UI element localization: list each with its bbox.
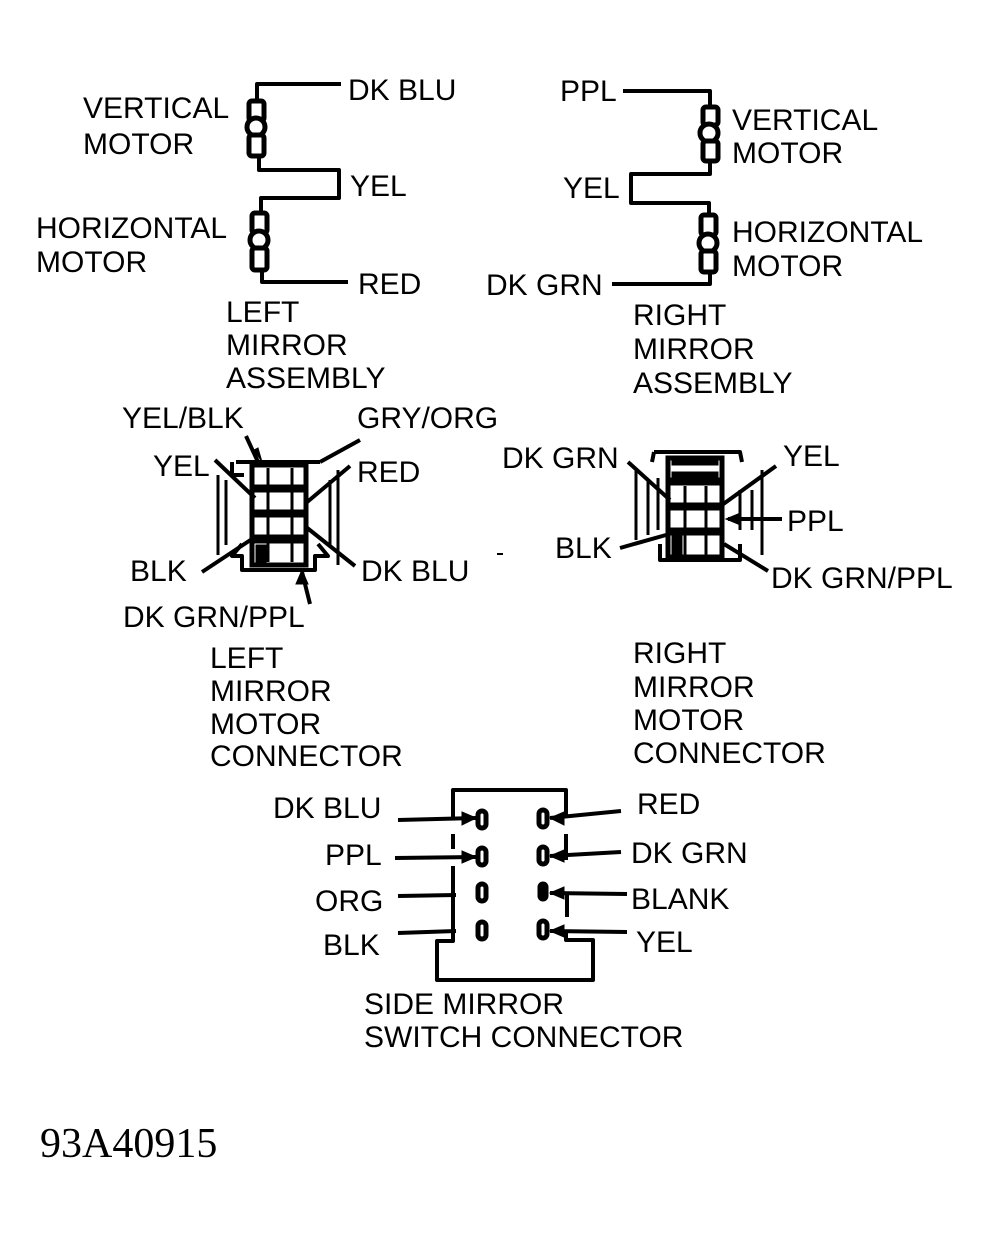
right-horizontal-motor-label-1: HORIZONTAL: [732, 216, 923, 249]
right-conn-dk-grn-label: DK GRN: [502, 442, 619, 475]
left-vertical-motor-icon: [244, 98, 268, 159]
right-conn-dk-grn-ppl-label: DK GRN/PPL: [771, 562, 953, 595]
right-conn-title-1: RIGHT: [633, 637, 726, 670]
left-conn-yel-label: YEL: [153, 450, 210, 483]
switch-pin-8-icon: [536, 918, 550, 941]
left-conn-yel-leader: [213, 458, 257, 500]
right-conn-blk-leader: [619, 533, 667, 550]
right-vertical-motor-label-1: VERTICAL: [732, 104, 878, 137]
right-wire-yel-label: YEL: [563, 172, 620, 205]
left-vertical-motor-label-1: VERTICAL: [83, 92, 229, 125]
switch-connector-body-icon: [435, 788, 595, 982]
left-conn-blk-leader: [200, 535, 257, 574]
right-conn-dk-grn-ppl-leader: [722, 542, 770, 573]
switch-pin-blank-icon: [537, 881, 549, 902]
right-horizontal-motor-icon: [696, 212, 720, 275]
left-mirror-assembly: DK BLU YEL RED VERTICAL MOTOR HORIZONTAL…: [36, 74, 456, 395]
switch-left-blk-label: BLK: [323, 929, 380, 962]
left-conn-dk-grn-ppl-label: DK GRN/PPL: [123, 601, 305, 634]
right-assembly-title-2: MIRROR: [633, 333, 755, 366]
right-conn-blk-label: BLK: [555, 532, 612, 565]
right-horizontal-motor-label-2: MOTOR: [732, 250, 843, 283]
right-conn-yel-label: YEL: [783, 440, 840, 473]
left-connector-body-icon: [216, 460, 340, 572]
left-conn-yel-blk-label: YEL/BLK: [122, 402, 244, 435]
switch-pin-6-icon: [536, 844, 550, 867]
left-wire-dk-blu-label: DK BLU: [348, 74, 456, 107]
left-vertical-motor-label-2: MOTOR: [83, 128, 194, 161]
scan-speck: [497, 553, 503, 555]
switch-right-blank-label: BLANK: [631, 883, 729, 916]
left-conn-title-4: CONNECTOR: [210, 740, 403, 773]
left-conn-title-3: MOTOR: [210, 708, 321, 741]
left-horizontal-motor-label-1: HORIZONTAL: [36, 212, 227, 245]
switch-left-org-label: ORG: [315, 885, 383, 918]
left-conn-yel-blk-leader: [244, 435, 260, 463]
right-conn-dk-grn-leader: [626, 460, 672, 502]
left-conn-red-leader: [304, 464, 352, 505]
switch-connector: DK BLU PPL ORG BLK RED DK GRN BLANK YEL …: [273, 788, 748, 1054]
switch-pin-5-icon: [536, 807, 550, 830]
left-conn-blk-label: BLK: [130, 555, 187, 588]
left-yel-wire: [257, 158, 341, 212]
switch-left-ppl-label: PPL: [325, 839, 382, 872]
switch-title-1: SIDE MIRROR: [364, 988, 564, 1021]
left-conn-dk-blu-leader: [304, 525, 357, 568]
right-wire-ppl-label: PPL: [560, 75, 617, 108]
right-mirror-assembly: PPL YEL DK GRN VERTICAL MOTOR HORIZONTAL…: [486, 75, 923, 400]
right-vertical-motor-label-2: MOTOR: [732, 137, 843, 170]
left-conn-dk-blu-label: DK BLU: [361, 555, 469, 588]
left-conn-red-label: RED: [357, 456, 420, 489]
left-horizontal-motor-label-2: MOTOR: [36, 246, 147, 279]
switch-left-dk-blu-label: DK BLU: [273, 792, 381, 825]
right-conn-yel-leader: [720, 464, 778, 507]
switch-right-red-label: RED: [637, 788, 700, 821]
left-conn-title-1: LEFT: [210, 642, 283, 675]
right-conn-title-4: CONNECTOR: [633, 737, 826, 770]
left-motor-connector: YEL/BLK GRY/ORG YEL RED BLK DK BLU DK GR…: [122, 402, 498, 773]
right-dk-grn-wire: [612, 274, 712, 286]
switch-title-2: SWITCH CONNECTOR: [364, 1021, 683, 1054]
switch-pin-4-icon: [475, 919, 489, 942]
right-conn-title-3: MOTOR: [633, 704, 744, 737]
left-wire-yel-label: YEL: [350, 170, 407, 203]
right-conn-title-2: MIRROR: [633, 671, 755, 704]
left-assembly-title-3: ASSEMBLY: [226, 362, 386, 395]
left-red-wire: [260, 272, 348, 284]
right-assembly-title-3: ASSEMBLY: [633, 367, 793, 400]
switch-pin-1-icon: [475, 808, 489, 831]
left-dk-blu-wire: [255, 82, 341, 100]
right-vertical-motor-icon: [697, 104, 721, 164]
right-conn-ppl-label: PPL: [787, 505, 844, 538]
right-motor-connector: DK GRN YEL PPL BLK DK GRN/PPL RIGHT MIRR…: [502, 440, 953, 770]
right-ppl-wire: [623, 89, 712, 106]
left-wire-red-label: RED: [358, 268, 421, 301]
right-yel-wire: [629, 162, 712, 214]
left-conn-gry-org-leader: [319, 438, 361, 464]
left-horizontal-motor-icon: [247, 210, 271, 273]
switch-pin-3-icon: [475, 881, 489, 904]
left-conn-gry-org-label: GRY/ORG: [357, 402, 498, 435]
figure-id: 93A40915: [40, 1121, 217, 1167]
right-connector-body-icon: [634, 450, 764, 562]
right-wire-dk-grn-label: DK GRN: [486, 269, 603, 302]
switch-right-dk-grn-label: DK GRN: [631, 837, 748, 870]
switch-pin-2-icon: [475, 845, 489, 868]
right-assembly-title-1: RIGHT: [633, 299, 726, 332]
left-conn-title-2: MIRROR: [210, 675, 332, 708]
left-assembly-title-2: MIRROR: [226, 329, 348, 362]
switch-right-yel-label: YEL: [636, 926, 693, 959]
left-assembly-title-1: LEFT: [226, 296, 299, 329]
